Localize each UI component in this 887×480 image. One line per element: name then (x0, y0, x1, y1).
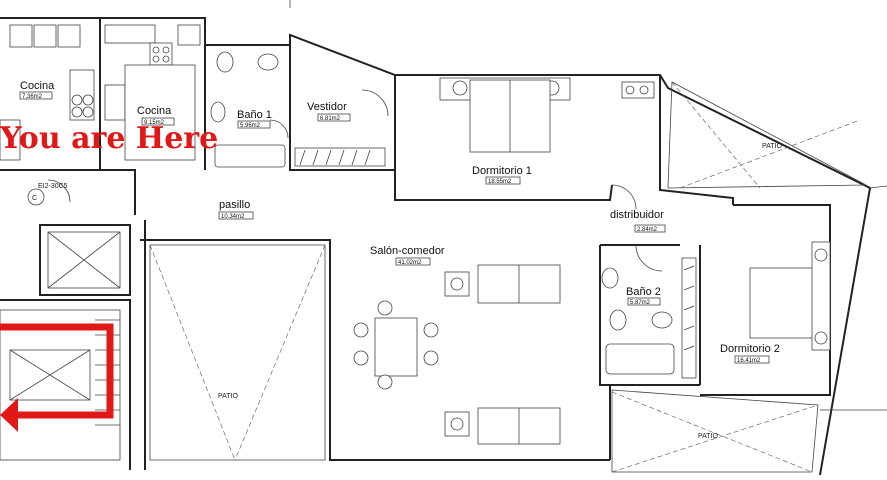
salon-furniture (353, 264, 561, 445)
room-dormitorio-1-name: Dormitorio 1 (472, 165, 532, 177)
room-vestidor-name: Vestidor (307, 101, 347, 113)
door-code-letter: C (32, 195, 37, 202)
room-bano-2-area: 5.87m2 (630, 300, 651, 306)
bedroom-1-bed (439, 77, 571, 153)
room-dormitorio-2-area: 16.41m2 (737, 358, 761, 364)
room-bano-1-name: Baño 1 (237, 109, 272, 121)
bathroom-2-fixtures (601, 267, 675, 375)
sink-top-right (621, 81, 655, 99)
door-code: EI2-30C5 C (27, 183, 68, 206)
door-code-label: EI2-30C5 (38, 183, 68, 190)
bathroom-1-fixtures (210, 51, 286, 168)
patio-left-label: PATIO (218, 393, 239, 400)
room-distribuidor-name: distribuidor (610, 209, 664, 221)
room-pasillo-name: pasillo (219, 199, 250, 211)
bedroom-2-fixtures (681, 241, 831, 379)
room-vestidor-area: 6.81m2 (320, 116, 341, 122)
doors (47, 89, 663, 272)
you-are-here-marker: You are Here (0, 121, 218, 156)
patio-bottom-right-label: PATIO (698, 433, 719, 440)
patio-left: PATIO (149, 244, 326, 461)
room-bano-1-area: 5.96m2 (240, 123, 261, 129)
room-bano-2-name: Baño 2 (626, 286, 661, 298)
patio-top-right-label: PATIO (762, 143, 783, 150)
kitchen-a-fixtures (0, 24, 95, 161)
kitchen-b-fixtures (104, 24, 201, 161)
room-dormitorio-2-name: Dormitorio 2 (720, 343, 780, 355)
room-pasillo-area: 10.34m2 (221, 214, 245, 220)
room-salon-area: 41.02m2 (398, 260, 422, 266)
stairwell (0, 231, 121, 461)
room-cocina-b-name: Cocina (137, 105, 172, 117)
route-arrow (0, 323, 114, 432)
vestidor-wardrobe (294, 147, 386, 167)
room-cocina-b-area: 9.15m2 (144, 120, 165, 126)
room-labels: Cocina 7.36m2 Cocina 9.15m2 Baño 1 5.96m… (19, 80, 780, 364)
patio-top-right: PATIO (667, 81, 867, 189)
room-distribuidor-area: 2.84m2 (637, 227, 658, 233)
room-cocina-a-name: Cocina (20, 80, 55, 92)
room-cocina-a-area: 7.36m2 (22, 94, 43, 100)
room-salon-name: Salón-comedor (370, 245, 445, 257)
patio-bottom-right: PATIO (611, 389, 819, 473)
room-dormitorio-1-area: 18.55m2 (488, 179, 512, 185)
